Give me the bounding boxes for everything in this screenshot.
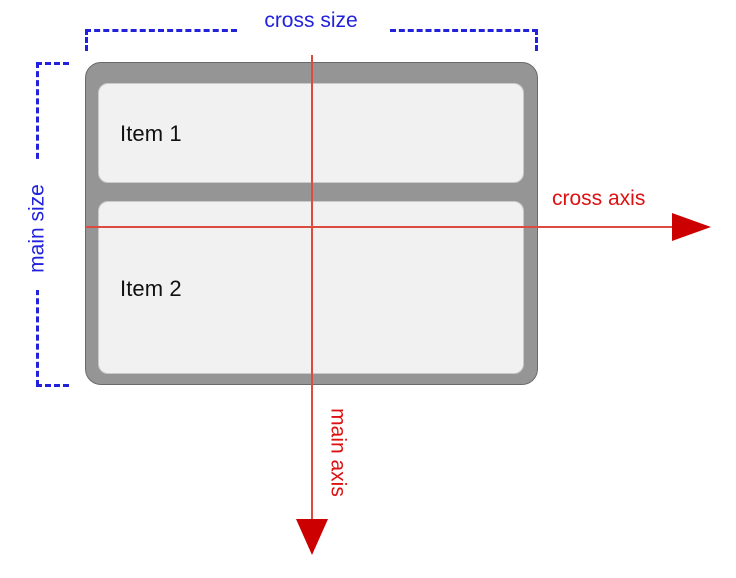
- cross-size-bracket-tick-left: [85, 29, 88, 51]
- main-size-bracket-tick-bottom: [36, 384, 69, 387]
- cross-size-bracket-tick-right: [535, 29, 538, 51]
- main-axis-line: [311, 55, 313, 525]
- main-size-bracket-tick-top: [36, 62, 69, 65]
- flex-item-2-label: Item 2: [120, 276, 182, 301]
- cross-axis-arrowhead-icon: [672, 213, 711, 241]
- main-size-label-gap-mask: [28, 160, 48, 290]
- cross-size-bracket-line-right: [390, 29, 538, 32]
- cross-axis-label: cross axis: [552, 187, 646, 210]
- main-axis-arrowhead-icon: [296, 519, 328, 555]
- flex-item-1-label: Item 1: [120, 121, 182, 146]
- cross-size-label: cross size: [264, 9, 358, 32]
- main-size-label: main size: [25, 184, 49, 273]
- main-axis-label: main axis: [326, 408, 350, 497]
- cross-axis-line: [85, 226, 675, 228]
- cross-size-bracket-line-left: [85, 29, 237, 32]
